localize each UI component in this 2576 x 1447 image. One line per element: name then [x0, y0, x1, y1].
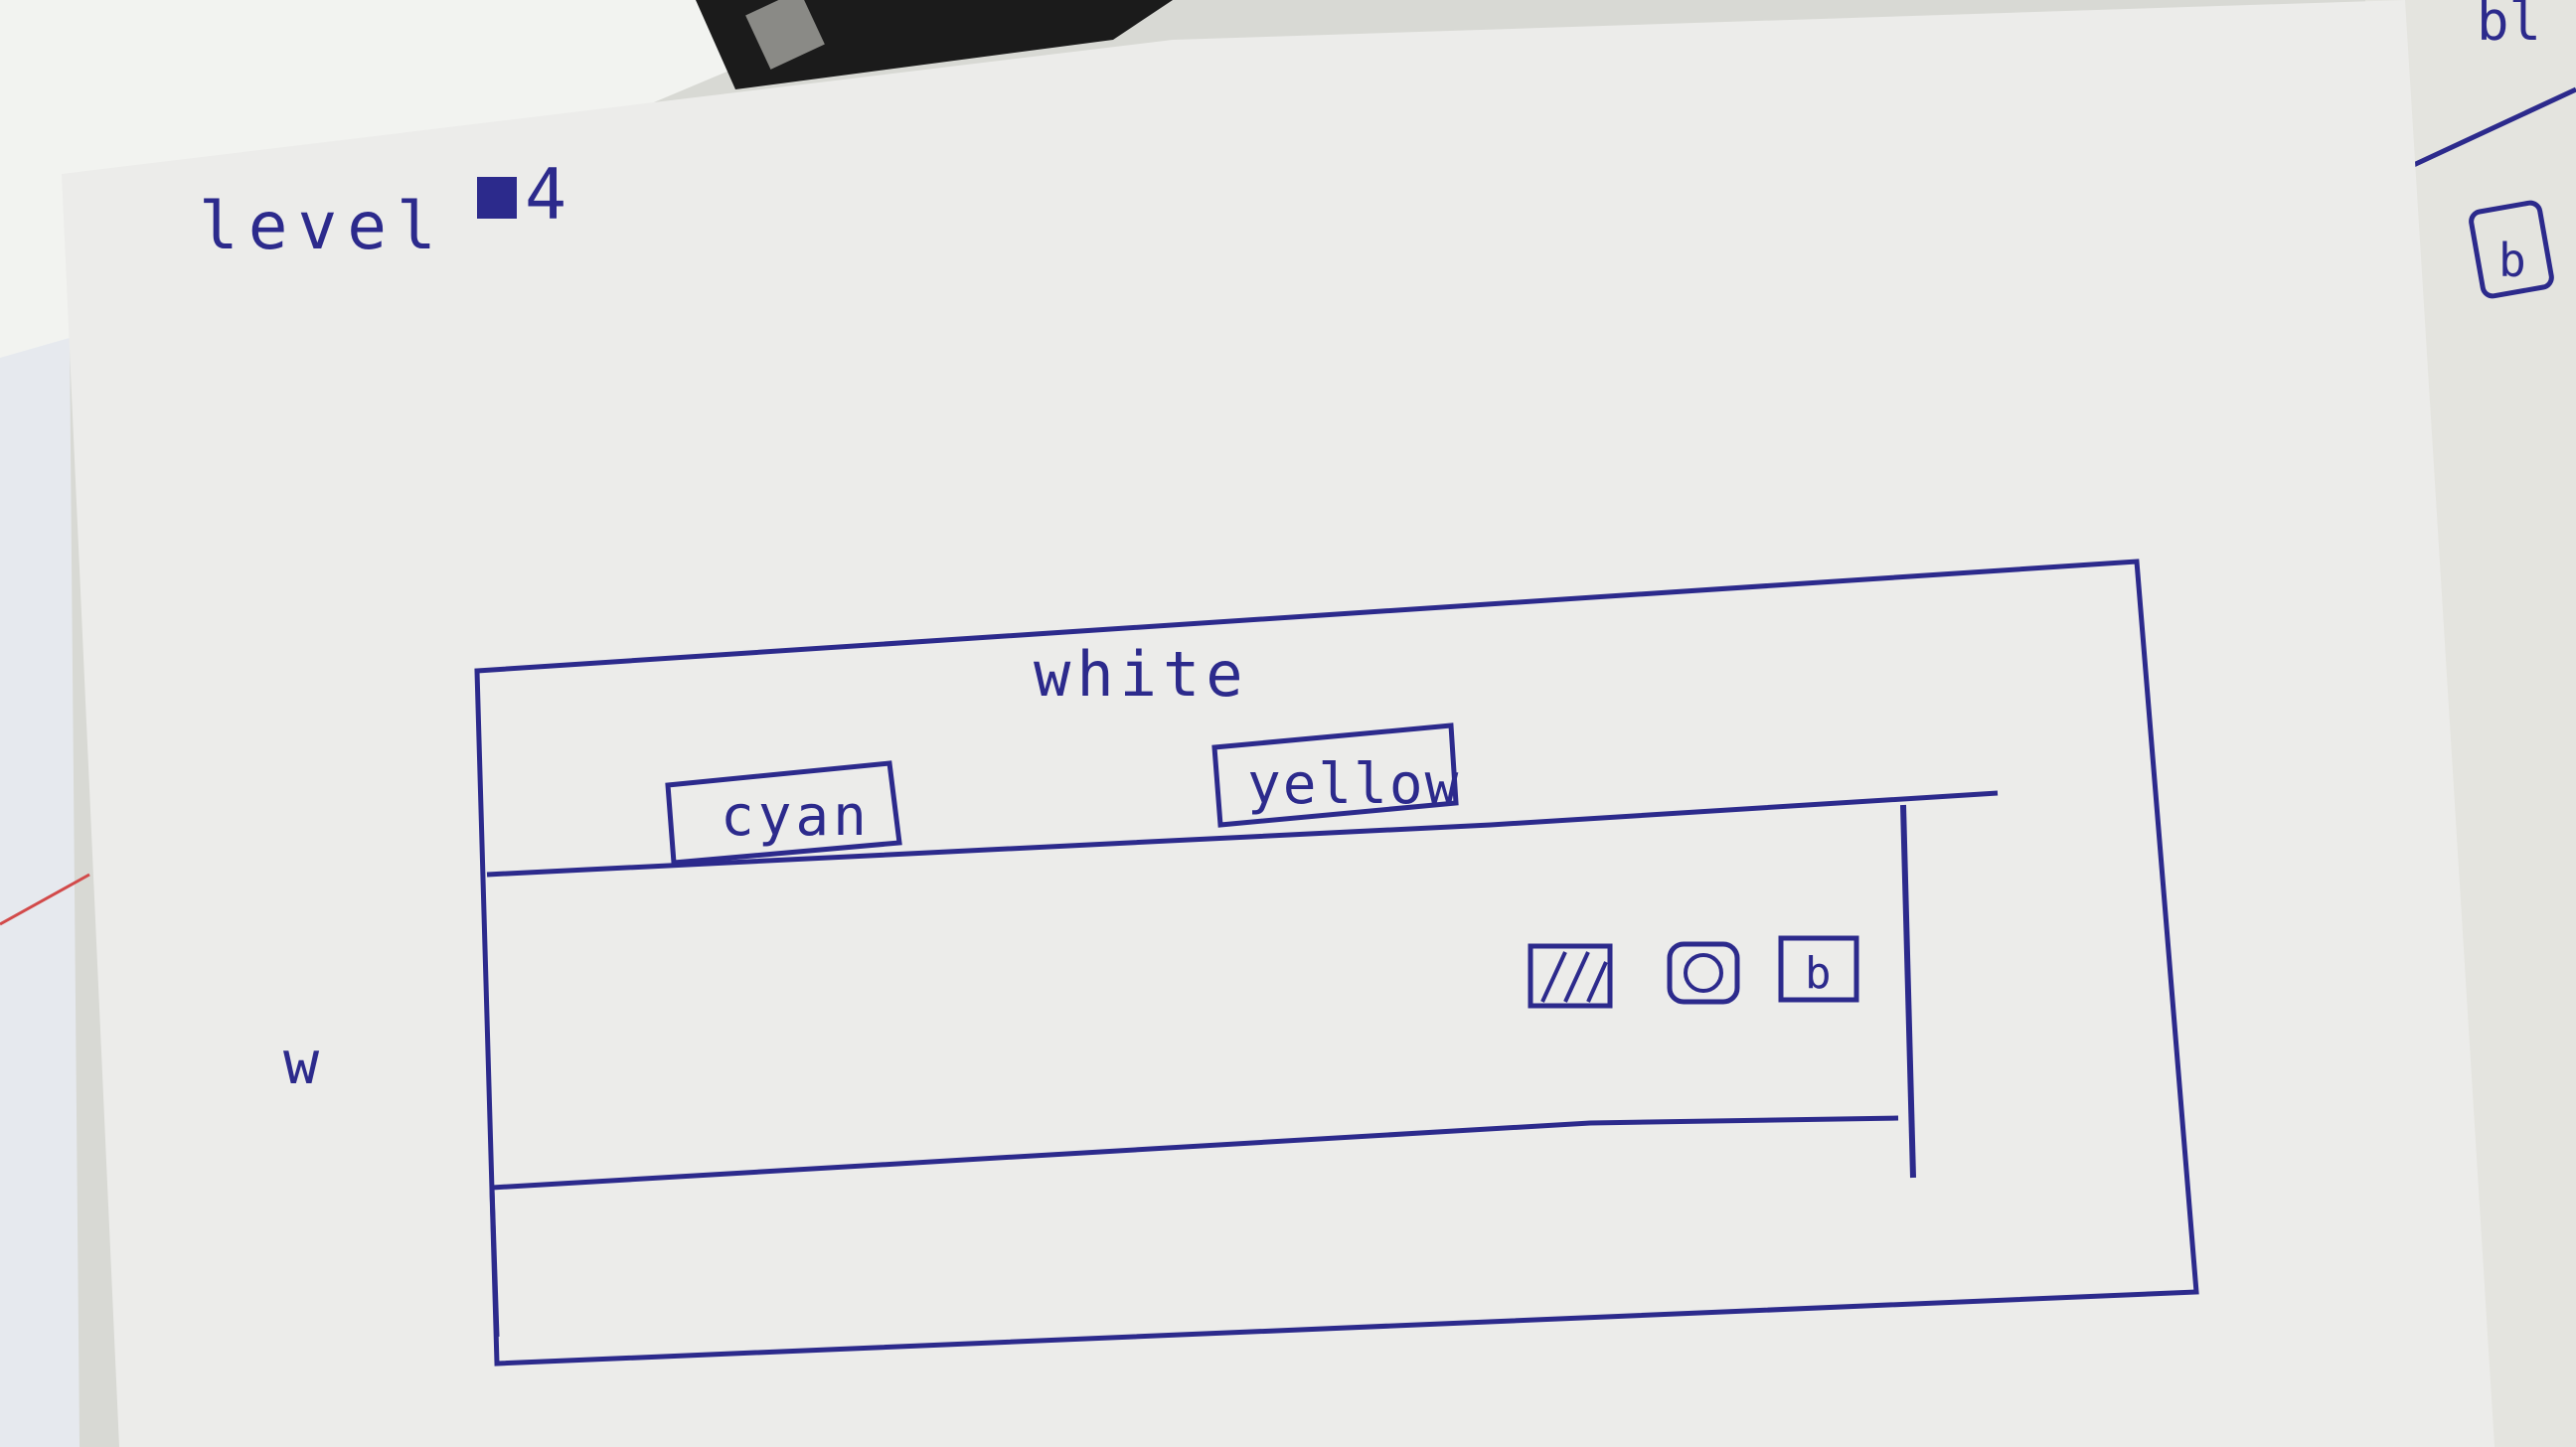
scribbled-out-mark	[477, 177, 517, 219]
cyan-button-label: cyan	[721, 784, 871, 849]
side-label: w	[283, 1029, 320, 1098]
lined-notebook-left	[0, 338, 80, 1447]
right-paper-icon: b	[2469, 200, 2554, 299]
bottom-panel-left-edge	[489, 1187, 500, 1338]
level-number: 4	[525, 154, 566, 236]
right-paper-corner-text: bl	[2477, 0, 2541, 53]
right-paper-stroke	[2403, 86, 2576, 172]
slashed-square-icon[interactable]	[1528, 943, 1613, 1009]
yellow-button-label: yellow	[1247, 752, 1460, 817]
level-label: level	[199, 188, 446, 264]
top-panel-bottom-edge	[486, 790, 1999, 878]
b-square-icon[interactable]: b	[1778, 935, 1859, 1003]
notebook-margin-line	[0, 873, 90, 926]
binder-clip	[696, 0, 1173, 89]
outer-container-outline	[474, 559, 2199, 1367]
white-region-label: white	[1034, 638, 1249, 711]
cyan-button[interactable]: cyan	[665, 760, 902, 866]
bottom-panel-top-edge	[491, 1115, 1899, 1191]
svg-text:b: b	[1805, 948, 1832, 999]
svg-text:b: b	[2498, 234, 2526, 287]
clip-ring	[745, 0, 825, 70]
yellow-button[interactable]: yellow	[1211, 723, 1460, 828]
paper-sheet	[62, 0, 2495, 1447]
s-circle-icon[interactable]	[1667, 941, 1740, 1005]
inner-panel-right-edge	[1900, 804, 1916, 1179]
